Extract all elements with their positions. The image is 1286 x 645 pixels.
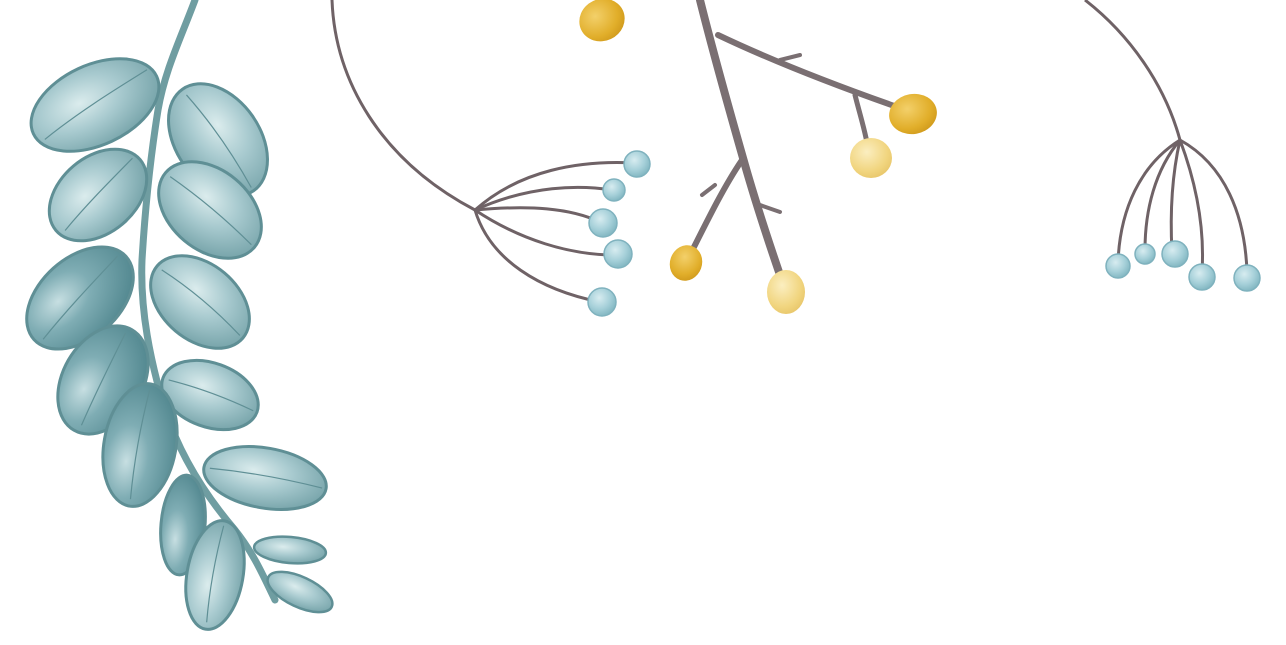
eucalyptus-leaf (157, 160, 263, 260)
blue-berry (602, 178, 626, 202)
eucalyptus-leaf (149, 254, 251, 350)
eucalyptus-leaf (202, 445, 328, 511)
eucalyptus-leaf (252, 535, 328, 565)
blue-berry (1161, 240, 1189, 268)
blue-berry (1188, 263, 1216, 291)
blue-berry (588, 208, 618, 238)
gold-berry (850, 138, 892, 178)
eucalyptus-leaf (160, 358, 260, 432)
blue-berry (1105, 253, 1131, 279)
eucalyptus-branch-illustration (25, 0, 334, 631)
gold-berry (579, 0, 625, 42)
gold-berry (767, 270, 805, 314)
eucalyptus-leaf (266, 570, 334, 614)
blue-berry (1233, 264, 1261, 292)
gold-berry (889, 93, 937, 135)
eucalyptus-leaf (47, 147, 149, 243)
gold-berry (669, 245, 703, 281)
blue-berry-umbel-illustration (330, 0, 651, 317)
eucalyptus-leaf (184, 519, 246, 631)
blue-berry-umbel-illustration (1084, 0, 1261, 292)
blue-berry (603, 239, 633, 269)
blue-berry (623, 150, 651, 178)
golden-berry-twig-illustration (579, 0, 937, 314)
eucalyptus-leaf (101, 382, 179, 508)
blue-berry (1134, 243, 1156, 265)
eucalyptus-leaf (29, 57, 161, 153)
blue-berry (587, 287, 617, 317)
